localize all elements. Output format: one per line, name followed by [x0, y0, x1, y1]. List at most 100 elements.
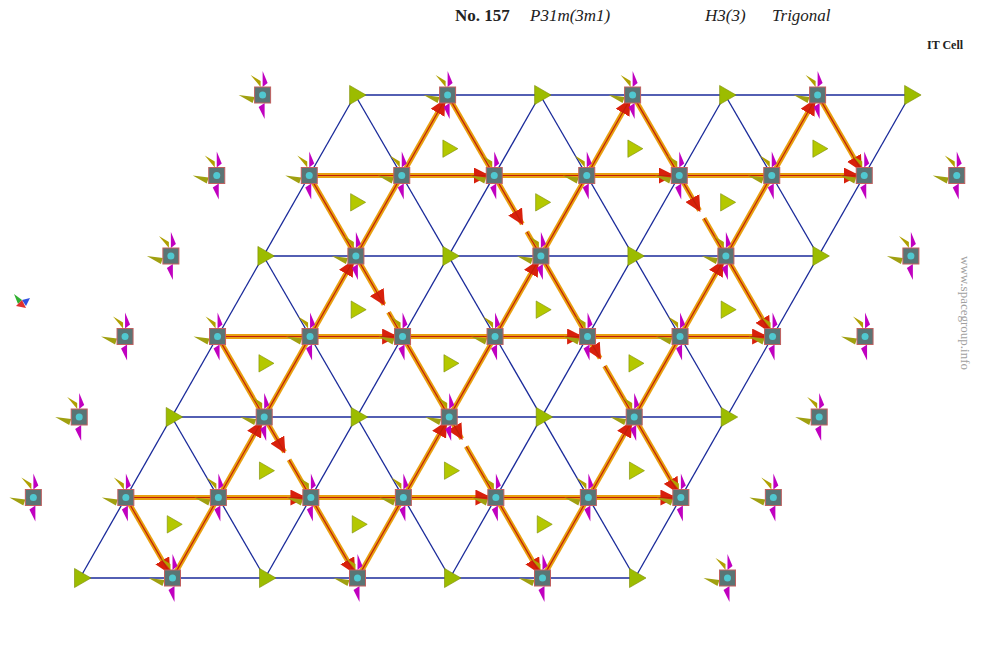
glide-edge [605, 366, 677, 491]
site-symbol [657, 474, 689, 522]
site-symbol [424, 71, 456, 119]
threefold-axis [166, 407, 183, 426]
site-symbol [379, 474, 411, 522]
glide-arrow [544, 422, 631, 575]
site-symbol [655, 152, 687, 200]
threefold-axis [443, 246, 460, 265]
threefold-axis [260, 568, 277, 587]
threefold-axis [721, 301, 736, 318]
mirror-line [450, 95, 725, 578]
glide-edge [174, 424, 260, 575]
threefold-axis [628, 246, 645, 265]
mirror-line [265, 95, 540, 578]
mirror-lines [80, 95, 910, 578]
site-symbol [334, 554, 366, 602]
glide-arrow [591, 334, 767, 339]
glide-edge [449, 98, 521, 223]
glide-arrow [497, 173, 673, 178]
site-symbol [55, 393, 87, 441]
site-symbol [749, 474, 781, 522]
threefold-axis [813, 140, 828, 157]
site-symbol [240, 393, 272, 441]
glide-edge [634, 98, 698, 209]
site-symbol [887, 232, 919, 280]
site-symbol [519, 554, 551, 602]
glide-arrow [221, 334, 397, 339]
watermark: www.spacegroup.info [957, 256, 973, 370]
site-symbol [378, 152, 410, 200]
threefold-axis [75, 568, 92, 587]
mirror-line [80, 95, 355, 578]
threefold-axis [905, 85, 922, 104]
site-symbol [239, 71, 271, 119]
glide-arrow [314, 495, 490, 500]
threefold-axis [258, 246, 275, 265]
site-symbol [749, 313, 781, 361]
site-symbol [702, 232, 734, 280]
glide-edge [542, 102, 628, 253]
glide-arrow [466, 446, 539, 572]
glide-arrow [289, 460, 354, 573]
glide-lines [127, 98, 861, 576]
glide-arrow [451, 261, 538, 414]
threefold-axis [259, 355, 274, 372]
site-symbol [748, 152, 780, 200]
glide-edge [289, 460, 353, 571]
threefold-axis [443, 140, 458, 157]
mirror-line [263, 256, 450, 578]
threefold-axis [350, 85, 367, 104]
glide-arrow [634, 98, 699, 211]
mirror-line [635, 95, 910, 578]
site-symbol [704, 554, 736, 602]
site-symbol [794, 71, 826, 119]
glide-arrow [219, 339, 284, 452]
site-symbol [564, 474, 596, 522]
site-symbol [194, 474, 226, 522]
glide-edge [266, 263, 352, 414]
title-part: Trigonal [772, 6, 831, 26]
glide-arrow [499, 495, 675, 500]
threefold-axis [721, 407, 738, 426]
threefold-axis [813, 246, 830, 265]
threefold-axis [629, 355, 644, 372]
threefold-axis [536, 194, 551, 211]
glide-edge [636, 263, 722, 414]
axis-icon [14, 294, 30, 308]
glide-arrow [312, 173, 488, 178]
threefold-axes [75, 85, 922, 587]
glide-arrow [727, 100, 814, 253]
glide-arrow [389, 312, 462, 438]
site-symbol [471, 313, 503, 361]
cell-label: IT Cell [927, 38, 963, 53]
threefold-axis [444, 462, 459, 479]
threefold-axis [259, 462, 274, 479]
glide-edge [357, 102, 443, 253]
site-symbol [933, 152, 965, 200]
glide-edge [389, 312, 461, 437]
glide-edge [527, 232, 599, 357]
site-symbol [149, 554, 181, 602]
threefold-axis [167, 516, 182, 533]
glide-arrow [527, 232, 600, 358]
threefold-axis [444, 355, 459, 372]
threefold-axis [628, 140, 643, 157]
glide-edge [819, 98, 860, 169]
site-symbol [610, 393, 642, 441]
glide-edge [451, 263, 537, 414]
title-part: H3(3) [705, 6, 746, 26]
glide-edge [127, 500, 168, 571]
threefold-axis [630, 568, 647, 587]
threefold-axis [351, 407, 368, 426]
site-symbol [193, 152, 225, 200]
site-symbol [841, 313, 873, 361]
glide-edge [311, 178, 383, 303]
site-symbol [9, 474, 41, 522]
mirror-line [355, 95, 635, 578]
glide-arrow [704, 218, 769, 331]
threefold-axis [629, 462, 644, 479]
glide-edge [219, 339, 283, 450]
threefold-axis [351, 194, 366, 211]
site-symbol [472, 474, 504, 522]
